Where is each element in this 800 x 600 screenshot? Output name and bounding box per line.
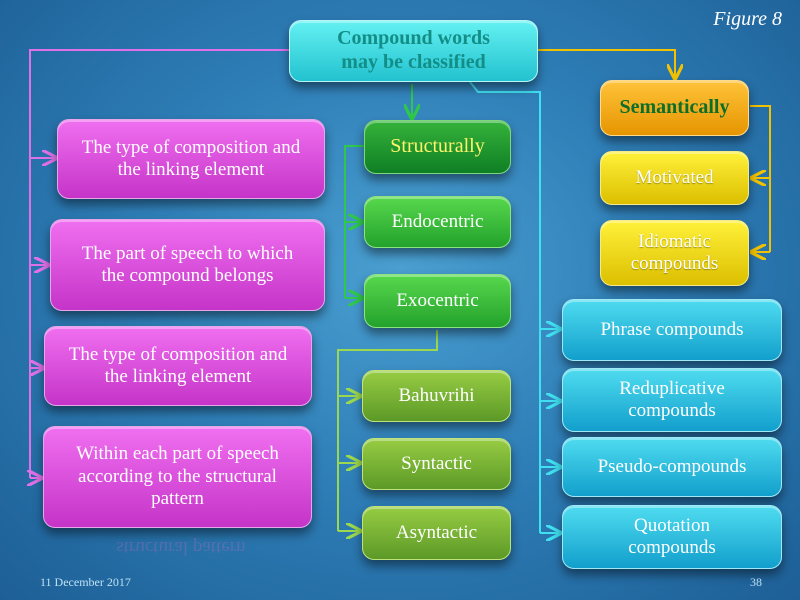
asyntactic-node: Asyntactic: [362, 506, 511, 560]
left-node-1: The type of composition and the linking …: [57, 119, 325, 199]
syntactic-node: Syntactic: [362, 438, 511, 490]
reflection-text: structural pattern: [116, 537, 246, 558]
figure-label: Figure 8: [713, 8, 782, 30]
motivated-node: Motivated: [600, 151, 749, 205]
exocentric-node: Exocentric: [364, 274, 511, 328]
left-node-4: Within each part of speech according to …: [43, 426, 312, 528]
root-node: Compound words may be classified: [289, 20, 538, 82]
quotation-compounds-node: Quotation compounds: [562, 505, 782, 569]
footer-date: 11 December 2017: [40, 575, 131, 589]
semantically-node: Semantically: [600, 80, 749, 136]
left-node-3: The type of composition and the linking …: [44, 326, 312, 406]
idiomatic-compounds-node: Idiomatic compounds: [600, 220, 749, 286]
structurally-node: Structurally: [364, 120, 511, 174]
endocentric-node: Endocentric: [364, 196, 511, 248]
reduplicative-compounds-node: Reduplicative compounds: [562, 368, 782, 432]
left-node-2: The part of speech to which the compound…: [50, 219, 325, 311]
footer-page-number: 38: [750, 575, 762, 589]
pseudo-compounds-node: Pseudo-compounds: [562, 437, 782, 497]
bahuvrihi-node: Bahuvrihi: [362, 370, 511, 422]
phrase-compounds-node: Phrase compounds: [562, 299, 782, 361]
